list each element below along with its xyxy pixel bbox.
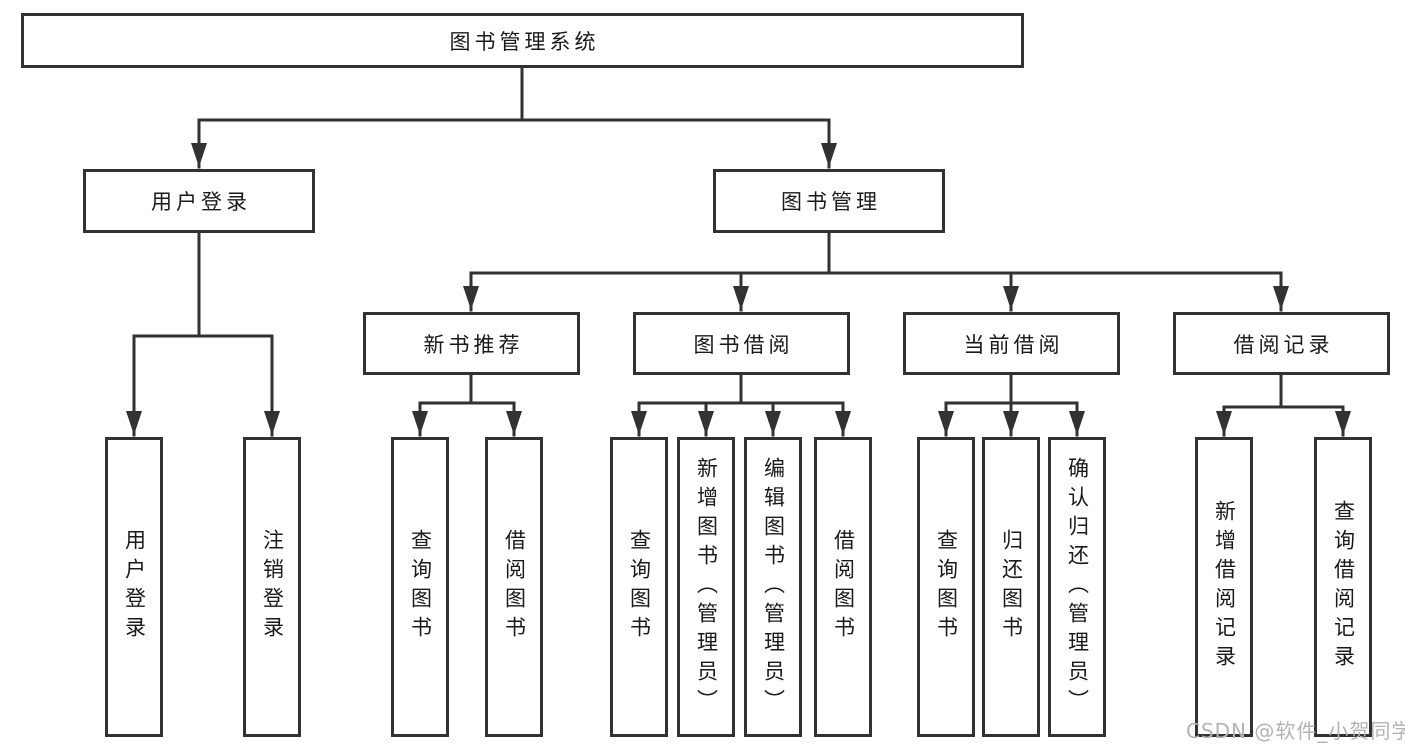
leaf-query-borrow-record: 查询借阅记录 <box>1314 437 1372 737</box>
leaf-query-books-3: 查询图书 <box>917 437 975 737</box>
leaf-logout: 注销登录 <box>243 437 301 737</box>
node-borrowing-records: 借阅记录 <box>1173 312 1390 375</box>
node-new-book-recommendation: 新书推荐 <box>363 312 580 375</box>
node-book-borrowing: 图书借阅 <box>633 312 850 375</box>
leaf-return-books: 归还图书 <box>982 437 1040 737</box>
leaf-user-login: 用户登录 <box>105 437 163 737</box>
node-current-borrowing: 当前借阅 <box>903 312 1120 375</box>
leaf-edit-books-admin: 编辑图书（管理员） <box>744 437 802 737</box>
leaf-add-borrow-record: 新增借阅记录 <box>1195 437 1253 737</box>
leaf-add-books-admin: 新增图书（管理员） <box>677 437 735 737</box>
leaf-borrow-books-2: 借阅图书 <box>814 437 872 737</box>
leaf-query-books-1: 查询图书 <box>391 437 449 737</box>
leaf-confirm-return-admin: 确认归还（管理员） <box>1048 437 1106 737</box>
leaf-query-books-2: 查询图书 <box>610 437 668 737</box>
csdn-watermark: CSDN @软件_小贺同学 <box>1186 719 1405 743</box>
node-library-management-system: 图书管理系统 <box>21 13 1024 68</box>
node-book-management: 图书管理 <box>713 169 945 233</box>
node-user-login: 用户登录 <box>83 169 315 233</box>
leaf-borrow-books-1: 借阅图书 <box>485 437 543 737</box>
